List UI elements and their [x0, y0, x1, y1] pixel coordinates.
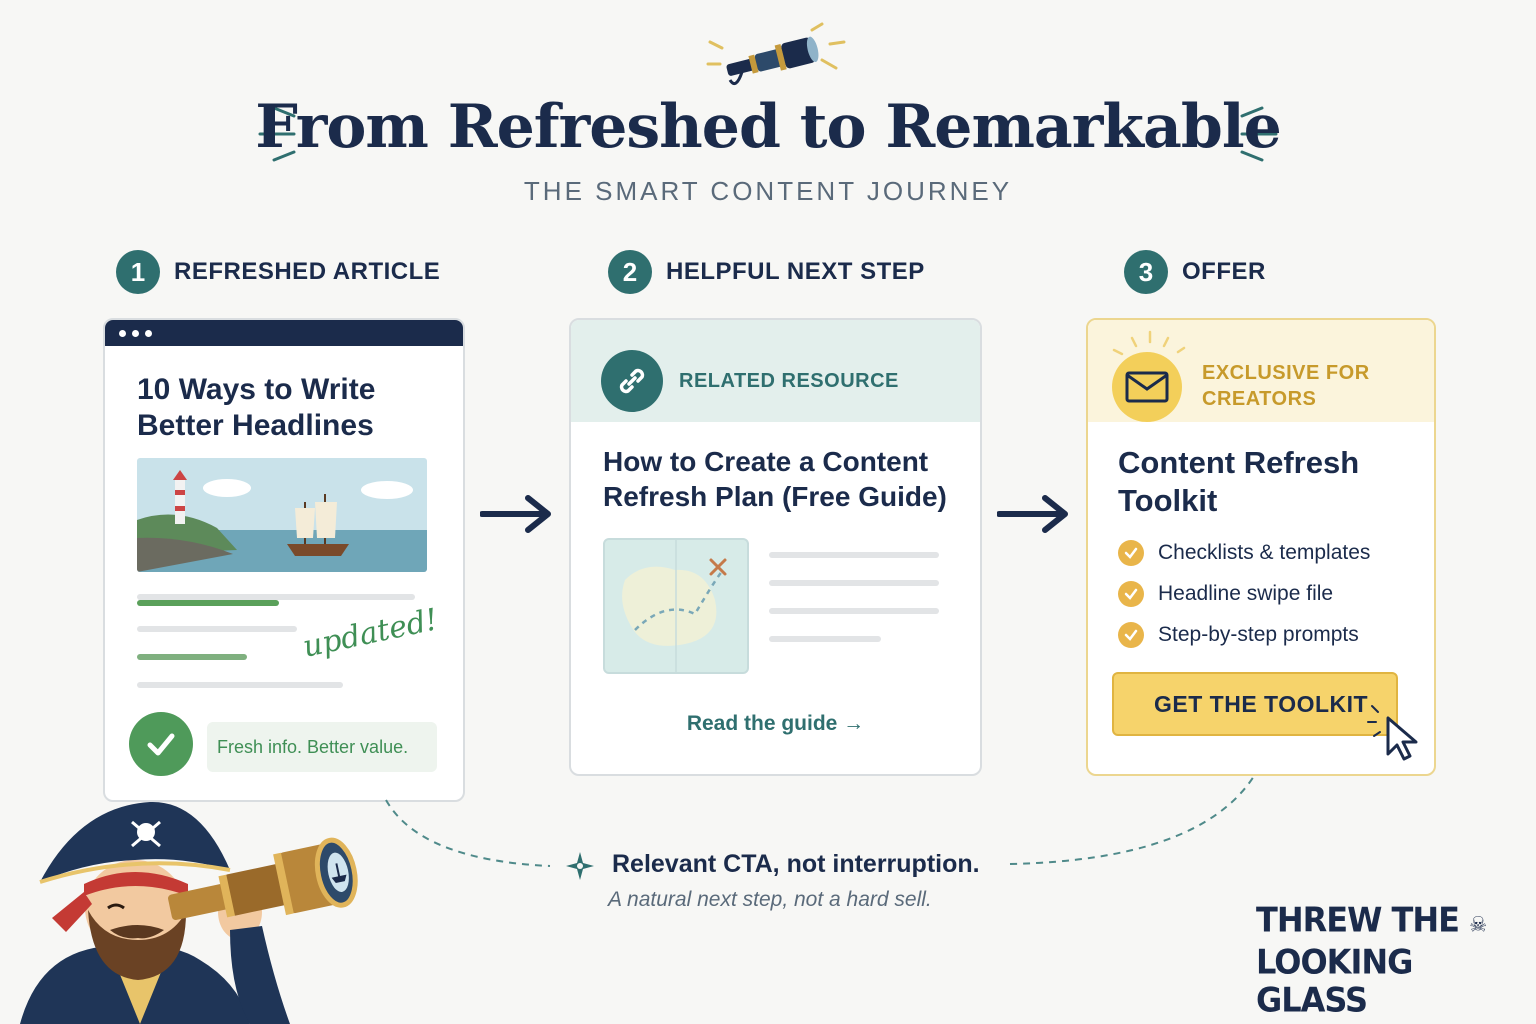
lighthouse-ship-image — [137, 458, 427, 572]
arrow-right-icon — [997, 495, 1068, 533]
step-1-label: REFRESHED ARTICLE — [174, 258, 441, 285]
offer-feature: Checklists & templates — [1118, 540, 1370, 566]
text-line — [769, 608, 939, 614]
title-accent-left — [258, 106, 296, 162]
step-3-header: 3 OFFER — [1124, 250, 1266, 294]
text-line — [769, 552, 939, 558]
brand-logo: THREW THE ☠ LOOKING GLASS — [1256, 901, 1496, 1019]
brand-line-1: THREW THE ☠ — [1256, 900, 1487, 941]
dashed-connector — [385, 775, 1255, 867]
text-line — [769, 636, 881, 642]
offer-feature: Step-by-step prompts — [1118, 622, 1359, 648]
checkmark-icon — [129, 712, 193, 776]
step-2-number: 2 — [608, 250, 652, 294]
brand-line-2: LOOKING GLASS — [1256, 942, 1413, 1020]
spyglass-icon — [706, 22, 846, 86]
page-title: From Refreshed to Remarkable — [255, 92, 1282, 162]
cursor-icon — [1367, 705, 1418, 761]
read-guide-link[interactable]: Read the guide → — [686, 712, 865, 735]
offer-feature-label: Headline swipe file — [1158, 582, 1334, 605]
highlight-line — [137, 600, 279, 606]
browser-bar — [105, 320, 463, 346]
offer-feature-label: Checklists & templates — [1158, 541, 1371, 564]
step-3-number: 3 — [1124, 250, 1168, 294]
updated-annotation: updated! — [299, 602, 441, 665]
tagline: Relevant CTA, not interruption. — [612, 850, 980, 878]
offer-card[interactable]: EXCLUSIVE FOR CREATORS Content Refresh T… — [1086, 318, 1436, 776]
step-1-number: 1 — [116, 250, 160, 294]
page-subtitle: THE SMART CONTENT JOURNEY — [523, 176, 1013, 206]
article-card[interactable]: 10 Ways to Write Better Headlines update… — [103, 318, 465, 802]
offer-title: Content Refresh Toolkit — [1118, 445, 1360, 518]
resource-tag: RELATED RESOURCE — [679, 370, 899, 392]
text-line — [769, 580, 939, 586]
offer-feature-label: Step-by-step prompts — [1158, 623, 1359, 646]
treasure-map-icon — [603, 538, 749, 674]
text-line — [137, 594, 415, 600]
arrow-right-icon — [480, 495, 551, 533]
skull-icon: ☠ — [1469, 911, 1487, 937]
resource-title: How to Create a Content Refresh Plan (Fr… — [603, 446, 947, 512]
tagline-subtext: A natural next step, not a hard sell. — [608, 888, 932, 911]
article-title: 10 Ways to Write Better Headlines — [137, 373, 376, 442]
step-2-label: HELPFUL NEXT STEP — [666, 258, 925, 285]
fresh-badge: Fresh info. Better value. — [207, 722, 437, 772]
title-accent-right — [1240, 106, 1278, 162]
checkmark-icon — [1118, 581, 1144, 607]
step-1-header: 1 REFRESHED ARTICLE — [116, 250, 440, 294]
link-icon — [601, 350, 663, 412]
text-line — [137, 626, 297, 632]
resource-card[interactable]: RELATED RESOURCE How to Create a Content… — [569, 318, 982, 776]
step-3-label: OFFER — [1182, 258, 1266, 285]
checkmark-icon — [1118, 622, 1144, 648]
get-toolkit-button[interactable]: GET THE TOOLKIT — [1112, 672, 1398, 736]
compass-star-icon — [566, 852, 594, 880]
pirate-illustration — [20, 801, 358, 1024]
offer-feature: Headline swipe file — [1118, 581, 1333, 607]
checkmark-icon — [1118, 540, 1144, 566]
highlight-line — [137, 654, 247, 660]
offer-tag: EXCLUSIVE FOR CREATORS — [1202, 362, 1370, 410]
text-line — [137, 682, 343, 688]
envelope-icon — [1112, 352, 1182, 422]
sparkle-icon — [1112, 330, 1186, 356]
step-2-header: 2 HELPFUL NEXT STEP — [608, 250, 925, 294]
